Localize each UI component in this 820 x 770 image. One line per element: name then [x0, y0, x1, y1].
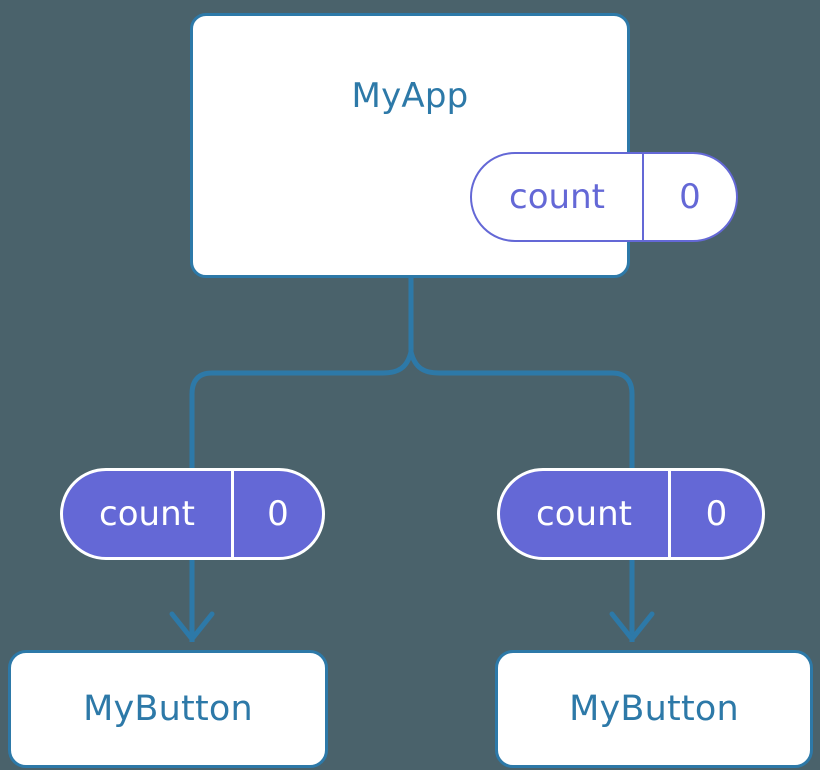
state-pill-value: 0: [642, 154, 736, 240]
prop-pill-key: count: [99, 494, 195, 534]
component-box-mybutton-right[interactable]: MyButton: [495, 650, 813, 768]
edge-to-left-pill: [189, 349, 414, 471]
prop-pill-key: count: [536, 494, 632, 534]
component-title-myapp: MyApp: [351, 76, 469, 116]
component-title-mybutton: MyButton: [569, 689, 739, 729]
edge-to-right-pill: [408, 349, 635, 471]
component-box-mybutton-left[interactable]: MyButton: [8, 650, 328, 768]
prop-pill-count-left[interactable]: count 0: [60, 468, 325, 560]
prop-pill-count-right[interactable]: count 0: [497, 468, 765, 560]
state-pill-count[interactable]: count 0: [470, 152, 738, 242]
arrow-left-head-icon: [169, 611, 215, 642]
state-pill-key: count: [509, 177, 605, 217]
prop-pill-value: 0: [231, 471, 322, 557]
component-box-myapp[interactable]: MyApp count 0: [190, 13, 738, 278]
prop-pill-value: 0: [668, 471, 762, 557]
component-title-mybutton: MyButton: [83, 689, 253, 729]
arrow-right-head-icon: [609, 611, 655, 642]
